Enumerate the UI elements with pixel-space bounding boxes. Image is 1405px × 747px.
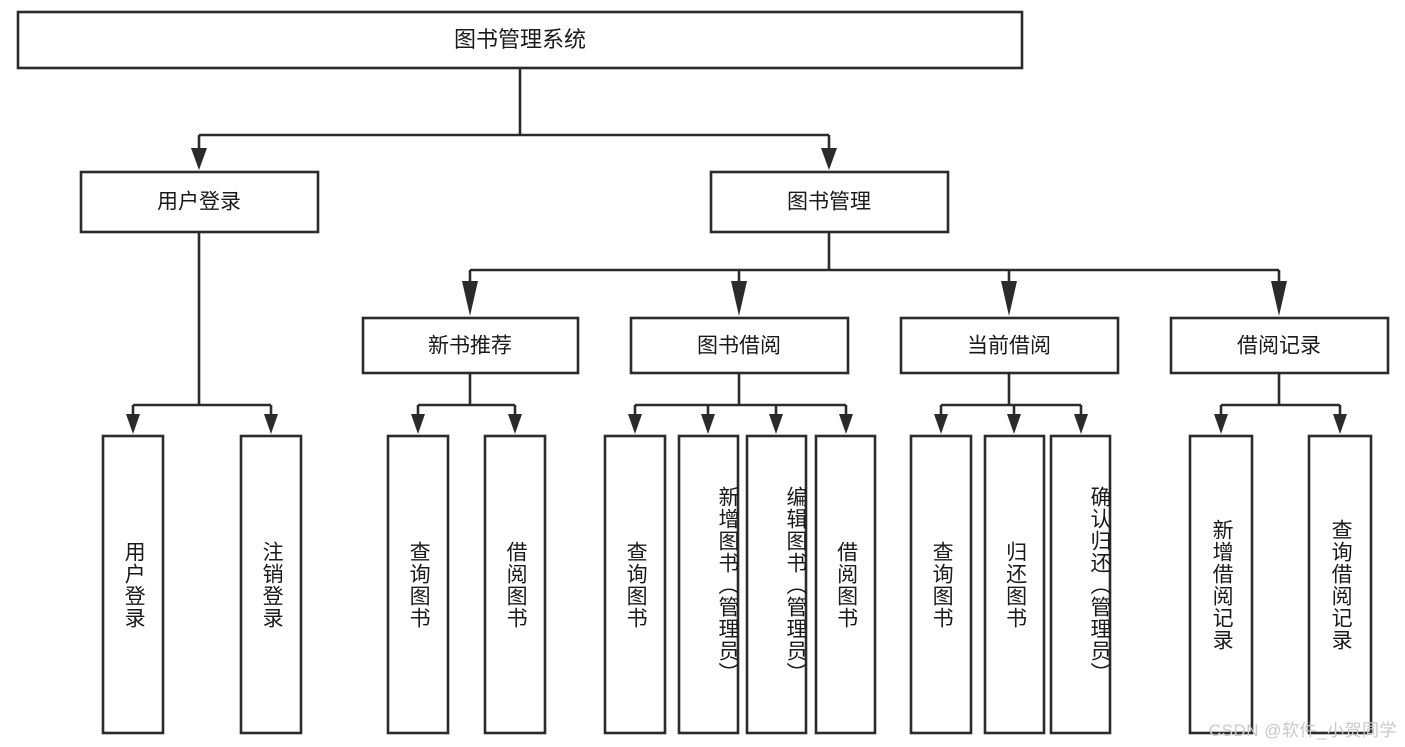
arrow-head-leaf-7 [769, 414, 783, 434]
node-new-book-recommend-label: 新书推荐 [428, 335, 512, 358]
leaf-box-return-book[interactable] [983, 434, 1046, 735]
node-book-borrow-box[interactable] [629, 316, 850, 375]
arrow-head-leaf-1 [126, 414, 140, 434]
node-root-box[interactable] [16, 10, 1024, 70]
node-book-borrow[interactable]: 图书借阅 [629, 316, 850, 375]
node-root-label: 图书管理系统 [454, 27, 586, 52]
arrow-head-current-borrow [1001, 281, 1017, 316]
leaf-box-query-book-recommend[interactable] [386, 434, 450, 735]
node-user-login[interactable]: 用户登录 [79, 170, 320, 234]
arrow-head-leaf-8 [839, 414, 853, 434]
node-current-borrow[interactable]: 当前借阅 [899, 316, 1120, 375]
node-user-login-box[interactable] [79, 170, 320, 234]
leaf-box-query-book-current[interactable] [909, 434, 973, 735]
leaf-box-logout[interactable] [239, 434, 303, 735]
leaf-box-layer [101, 434, 1373, 735]
arrow-head-borrow [731, 281, 747, 316]
node-current-borrow-label: 当前借阅 [967, 335, 1051, 358]
arrow-head-leaf-5 [628, 414, 642, 434]
watermark-csdn: CSDN @软件_小贺同学 [1208, 721, 1397, 740]
arrow-head-user-login [191, 148, 207, 170]
connector-layer [126, 68, 1347, 434]
node-new-book-recommend-box[interactable] [361, 316, 580, 375]
node-borrow-record[interactable]: 借阅记录 [1169, 316, 1390, 375]
node-book-manage-box[interactable] [709, 170, 950, 234]
arrow-head-leaf-9 [934, 414, 948, 434]
arrow-head-leaf-12 [1214, 414, 1228, 434]
leaf-box-query-book-borrow[interactable] [603, 434, 667, 735]
arrow-head-new-book [462, 281, 478, 316]
arrow-head-leaf-6 [701, 414, 715, 434]
arrow-head-leaf-10 [1007, 414, 1021, 434]
arrow-head-leaf-11 [1074, 414, 1088, 434]
arrow-head-leaf-4 [508, 414, 522, 434]
arrow-head-leaf-2 [264, 414, 278, 434]
node-user-login-label: 用户登录 [157, 191, 241, 214]
arrow-head-leaf-3 [411, 414, 425, 434]
node-current-borrow-box[interactable] [899, 316, 1120, 375]
leaf-box-borrow-book-recommend[interactable] [483, 434, 547, 735]
node-book-manage-label: 图书管理 [787, 191, 871, 214]
leaf-box-borrow-book[interactable] [814, 434, 877, 735]
node-new-book-recommend[interactable]: 新书推荐 [361, 316, 580, 375]
node-borrow-record-box[interactable] [1169, 316, 1390, 375]
arrow-head-leaf-13 [1333, 414, 1347, 434]
arrow-head-book-manage [821, 148, 837, 170]
leaf-box-edit-book-admin[interactable] [745, 434, 808, 735]
leaf-box-user-login[interactable] [101, 434, 165, 735]
leaf-box-confirm-return-admin[interactable] [1049, 434, 1112, 735]
node-book-manage[interactable]: 图书管理 [709, 170, 950, 234]
leaf-box-add-book-admin[interactable] [677, 434, 740, 735]
arrow-head-borrow-record [1271, 281, 1287, 316]
node-borrow-record-label: 借阅记录 [1237, 335, 1321, 358]
node-root[interactable]: 图书管理系统 [16, 10, 1024, 70]
leaf-box-add-borrow-record[interactable] [1188, 434, 1254, 735]
node-book-borrow-label: 图书借阅 [697, 335, 781, 358]
leaf-box-query-borrow-record[interactable] [1307, 434, 1373, 735]
